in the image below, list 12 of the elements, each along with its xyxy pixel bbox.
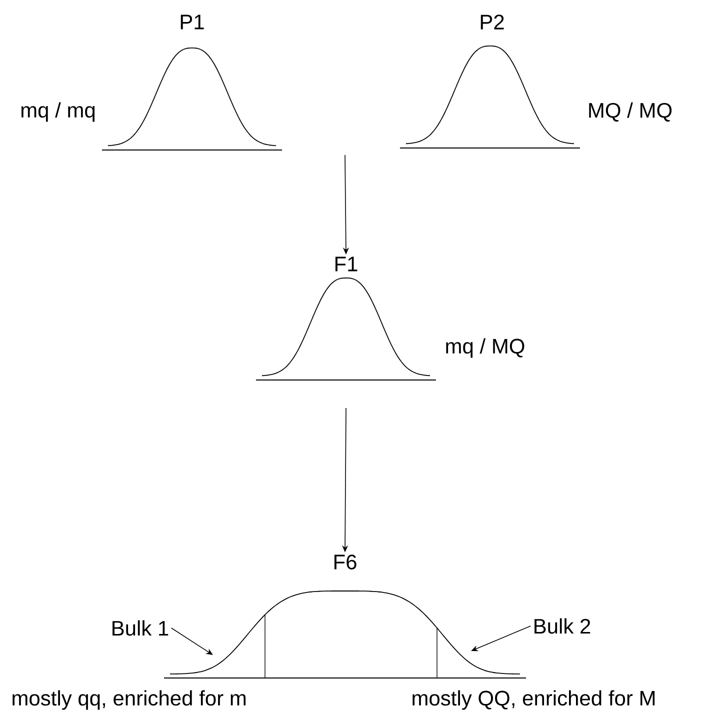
genotype-label: mq / mq <box>21 102 95 122</box>
bulk-label: Bulk 2 <box>534 618 590 634</box>
bulk-label: Bulk 1 <box>112 620 168 636</box>
genotype-label: mq / MQ <box>446 338 524 358</box>
bulk-description: mostly QQ, enriched for M <box>412 690 655 710</box>
generation-label: F1 <box>335 256 358 272</box>
generation-label: F6 <box>334 554 356 570</box>
generation-label: P1 <box>180 14 204 30</box>
genotype-label: MQ / MQ <box>589 102 672 122</box>
bulk-description: mostly qq, enriched for m <box>12 690 246 710</box>
leader-line <box>170 628 213 655</box>
generation-label: P2 <box>480 14 504 30</box>
